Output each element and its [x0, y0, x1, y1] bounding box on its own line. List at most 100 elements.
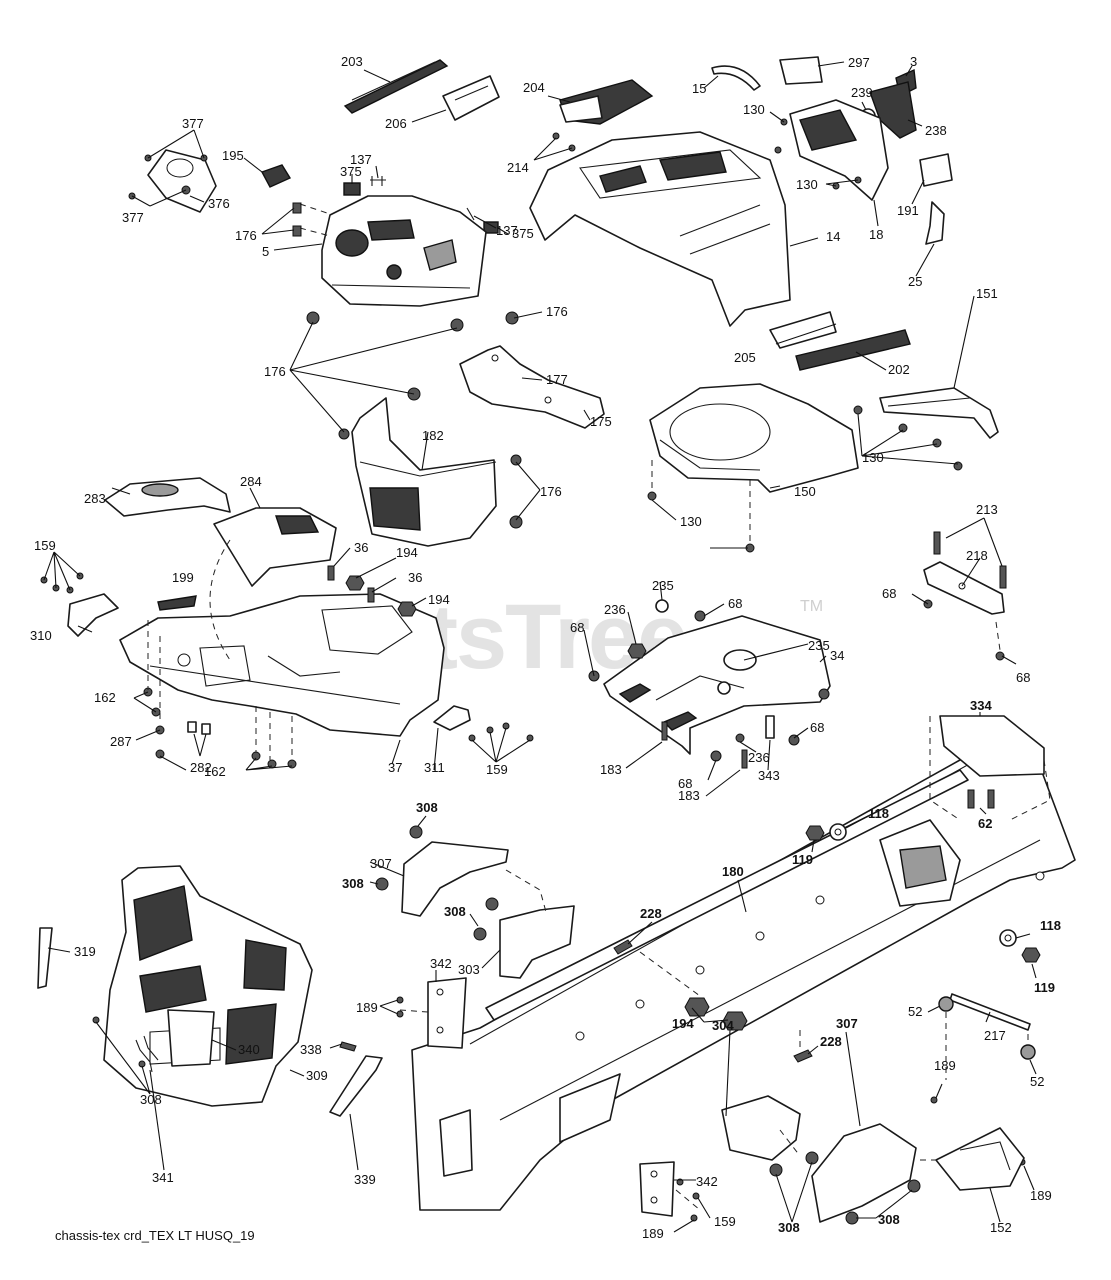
part-5-dash-panel[interactable]	[321, 195, 487, 307]
part-52-bushings[interactable]	[938, 996, 1036, 1060]
callout-118-top: 118	[868, 806, 889, 821]
callout-343: 343	[758, 768, 780, 783]
part-284-seat-cover[interactable]	[213, 507, 337, 587]
part-343-spacer[interactable]	[765, 715, 775, 739]
callout-34: 34	[830, 648, 844, 663]
part-191-bumper-pad[interactable]	[919, 153, 953, 187]
part-214-screws[interactable]	[552, 132, 576, 152]
callout-213: 213	[976, 502, 998, 517]
callout-307-upper: 307	[370, 856, 392, 871]
callout-68-right: 68	[810, 720, 824, 735]
callout-130-bottom: 130	[680, 514, 702, 529]
part-307-bracket-lower[interactable]	[811, 1123, 917, 1223]
part-334-bracket[interactable]	[939, 715, 1045, 777]
callout-159-lower: 159	[714, 1214, 736, 1229]
callout-118-right: 118	[1040, 918, 1061, 933]
callout-308-left: 308	[342, 876, 364, 891]
part-308-nuts-lower[interactable]	[769, 1151, 921, 1225]
part-282-clips[interactable]	[187, 721, 211, 735]
part-303-bracket[interactable]	[499, 905, 575, 979]
part-235-bushings[interactable]	[655, 599, 731, 695]
part-218-bracket[interactable]	[923, 561, 1005, 615]
callout-297: 297	[848, 55, 870, 70]
callout-189-right: 189	[934, 1058, 956, 1073]
part-137-clip[interactable]	[370, 176, 475, 221]
part-37-fender[interactable]	[119, 593, 445, 737]
callout-338: 338	[300, 1042, 322, 1057]
part-283-fender-cover[interactable]	[104, 477, 231, 517]
part-206-lens-cover[interactable]	[442, 75, 500, 121]
callout-151: 151	[976, 286, 998, 301]
part-176-push-fasteners-dash[interactable]	[292, 202, 519, 332]
part-62-bolts[interactable]	[967, 789, 995, 809]
callout-159-left: 159	[34, 538, 56, 553]
part-119-nuts[interactable]	[805, 825, 1041, 963]
part-152-guard[interactable]	[935, 1127, 1025, 1191]
part-180-frame[interactable]	[411, 739, 1076, 1211]
part-307-bracket-upper[interactable]	[401, 841, 509, 917]
part-311-bracket[interactable]	[433, 705, 534, 742]
callout-217: 217	[984, 1028, 1006, 1043]
part-202-vent[interactable]	[795, 329, 911, 371]
callout-311: 311	[424, 760, 445, 775]
callout-36-top: 36	[354, 540, 368, 555]
callout-52-bottom: 52	[1030, 1074, 1044, 1089]
part-310-bracket[interactable]	[40, 572, 119, 637]
part-342-plate-lower[interactable]	[639, 1161, 675, 1217]
callout-130-battery: 130	[862, 450, 884, 465]
callout-203: 203	[341, 54, 363, 69]
part-203-trim-strip[interactable]	[343, 59, 449, 114]
callout-282: 282	[190, 760, 212, 775]
part-309-front-grille[interactable]	[103, 865, 313, 1107]
part-25-trim[interactable]	[925, 201, 945, 245]
part-338-bolt[interactable]	[339, 1041, 357, 1052]
part-14-hood[interactable]	[529, 131, 791, 327]
callout-235-top: 235	[652, 578, 674, 593]
part-18-grille[interactable]	[789, 99, 889, 201]
part-213-bolts[interactable]	[933, 531, 1007, 589]
part-204-hood-grille[interactable]	[559, 79, 654, 125]
part-228-bolts[interactable]	[613, 939, 813, 1063]
part-319-bracket[interactable]	[37, 927, 53, 989]
callout-377-bottom: 377	[122, 210, 144, 225]
part-238-headlight-housing[interactable]	[869, 81, 917, 139]
part-339-lever[interactable]	[329, 1055, 383, 1117]
callout-175: 175	[590, 414, 612, 429]
part-34-footplate[interactable]	[603, 615, 831, 755]
callout-375-top: 375	[340, 164, 362, 179]
part-342-plate-upper[interactable]	[427, 977, 467, 1049]
part-377-bracket-assembly[interactable]	[128, 149, 217, 213]
part-162-bolts[interactable]	[143, 687, 297, 769]
assembly-dashed-lines	[147, 203, 1051, 1211]
callout-137-top: 137	[350, 152, 372, 167]
callout-labels: 203 206 204 214 15 297 3 239 238 130 130…	[30, 54, 1061, 1241]
part-205-vent[interactable]	[769, 311, 837, 349]
part-150-battery-box[interactable]	[649, 383, 859, 493]
callout-152: 152	[990, 1220, 1012, 1235]
part-195-switch-knob[interactable]	[260, 164, 292, 188]
part-182-steering-column-cover[interactable]	[351, 397, 497, 547]
part-341-spring-clip[interactable]	[135, 1035, 159, 1073]
part-236-spacers[interactable]	[627, 643, 745, 743]
part-297-bumper-pad[interactable]	[779, 56, 823, 85]
callout-238: 238	[925, 123, 947, 138]
callout-375-side: 375	[512, 226, 534, 241]
part-340-plate[interactable]	[167, 1009, 215, 1067]
callout-137-side: 137	[496, 223, 518, 238]
callout-159-mid: 159	[486, 762, 508, 777]
part-199-clip[interactable]	[157, 595, 197, 611]
part-175-bracket[interactable]	[459, 345, 605, 429]
part-308-nuts-upper[interactable]	[375, 825, 499, 941]
part-15-trim[interactable]	[711, 65, 761, 91]
part-68-bolts-plate[interactable]	[588, 610, 830, 762]
part-183-bolts[interactable]	[661, 721, 748, 769]
part-118-washers[interactable]	[829, 823, 1017, 947]
callout-228-bottom: 228	[820, 1034, 842, 1049]
part-304-bracket[interactable]	[721, 1095, 801, 1161]
callout-52-left: 52	[908, 1004, 922, 1019]
part-151-battery-bracket[interactable]	[879, 387, 999, 439]
part-194-nuts-frame[interactable]	[684, 997, 748, 1031]
callout-14: 14	[826, 229, 840, 244]
callout-68-top: 68	[728, 596, 742, 611]
callout-18: 18	[869, 227, 883, 242]
